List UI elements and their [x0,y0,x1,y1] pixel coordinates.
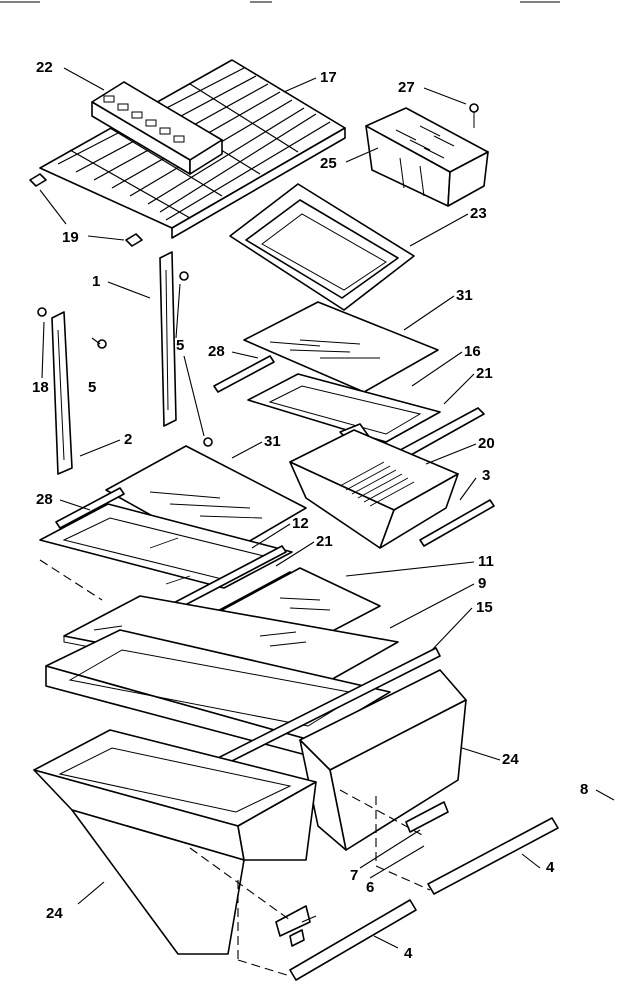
callout-11: 11 [478,553,494,570]
callout-21: 21 [476,365,493,382]
crisper-cover-frame [45,629,441,773]
slide-track-28-upper [213,355,275,393]
dairy-bin-25 [365,103,489,207]
crisper-drawer-24-right [299,669,467,851]
callout-15: 15 [476,599,493,616]
callout-24: 24 [46,905,63,922]
callout-7: 7 [350,867,358,884]
callout-3: 3 [482,467,490,484]
callout-23: 23 [470,205,487,222]
callout-6: 6 [366,879,374,896]
shelf-stud-19 [29,173,143,247]
callout-5: 5 [176,337,184,354]
shelf-ladder-1 [159,251,213,447]
callout-labels: 22 17 27 25 19 23 1 31 5 18 5 28 16 21 2… [32,59,588,962]
shelf-ladder-2 [37,307,107,475]
callout-16: 16 [464,343,481,360]
assembly-guide-lines [39,559,431,977]
crisper-pan-20 [289,429,459,549]
callout-17: 17 [320,69,337,86]
callout-19: 19 [62,229,79,246]
callout-1: 1 [92,273,100,290]
callout-28: 28 [208,343,225,360]
callout-5: 5 [88,379,96,396]
callout-20: 20 [478,435,495,452]
callout-9: 9 [478,575,486,592]
callout-31: 31 [264,433,281,450]
slide-rail-3 [419,499,495,547]
egg-tray-22 [91,81,223,175]
callout-28: 28 [36,491,53,508]
callout-24: 24 [502,751,519,768]
callout-leaders [39,67,615,949]
drawer-rail-4-lower [289,899,417,981]
callout-4: 4 [404,945,413,962]
callout-22: 22 [36,59,53,76]
deli-tray-23 [229,183,415,311]
callout-21: 21 [316,533,333,550]
callout-2: 2 [124,431,132,448]
drawer-bracket-7 [275,905,311,947]
callout-12: 12 [292,515,309,532]
shelf-frame-12 [39,503,293,615]
callout-4: 4 [546,859,555,876]
slide-track-28-lower [55,487,125,529]
crisper-drawer-24-left [33,729,317,955]
glass-shelf-31-upper [243,301,439,393]
callout-31: 31 [456,287,473,304]
callout-25: 25 [320,155,337,172]
callout-8: 8 [580,781,588,798]
drawer-rail-4-upper [427,817,559,895]
callout-27: 27 [398,79,415,96]
callout-18: 18 [32,379,49,396]
